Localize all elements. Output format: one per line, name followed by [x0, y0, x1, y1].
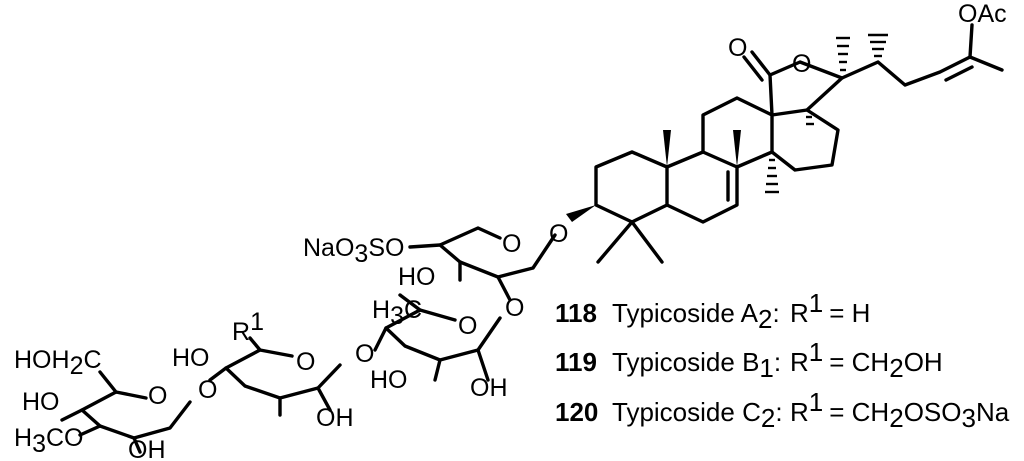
- glucose-ring-o: O: [296, 348, 315, 376]
- lactone-carbonyl-o: O: [728, 34, 747, 62]
- compound-name: Typicoside B1:: [612, 347, 781, 383]
- oac-label: OAc: [958, 0, 1007, 28]
- glucose-ho: HO: [172, 344, 210, 372]
- compound-number: 119: [555, 347, 597, 377]
- compound-number: 120: [555, 397, 598, 427]
- compound-name: Typicoside C2:: [612, 397, 783, 433]
- compound-substituent: R1= H: [790, 288, 870, 328]
- c13-methyl-wedge: [733, 130, 741, 167]
- glucose-oh: OH: [316, 404, 354, 432]
- methylglucose-h3co: H3CO: [14, 424, 83, 458]
- compound-substituent: R1= CH2OH: [790, 337, 943, 383]
- glucose-r1: R1: [232, 308, 264, 346]
- lactone-methyl-hash: [836, 36, 850, 72]
- quinovose-ho: HO: [370, 366, 408, 394]
- naso3so-label: NaO3SO: [303, 234, 404, 268]
- c10-methyl-wedge: [663, 130, 671, 167]
- xylose-ho: HO: [398, 263, 436, 291]
- methylglucose-hoh2c: HOH2C: [14, 346, 102, 380]
- junction-h-hash: [806, 115, 814, 126]
- compound-captions: 118 Typicoside A2: R1= H 119 Typicoside …: [555, 288, 1010, 433]
- compound-substituent: R1= CH2OSO3Na: [790, 387, 1010, 433]
- compound-number: 118: [555, 298, 597, 328]
- compound-119: 119 Typicoside B1: R1= CH2OH: [555, 337, 943, 383]
- aglycone-skeleton: [566, 23, 1004, 264]
- quinovose-oh: OH: [470, 374, 508, 402]
- c14-methyl-hash: [765, 158, 779, 194]
- compound-120: 120 Typicoside C2: R1= CH2OSO3Na: [555, 387, 1010, 433]
- quinovose-ring-o: O: [458, 312, 477, 340]
- c3-oxygen-wedge: [566, 205, 596, 222]
- interglycosidic-o-2: O: [355, 340, 374, 368]
- lactone-ring-o: O: [792, 50, 811, 78]
- compound-118: 118 Typicoside A2: R1= H: [555, 288, 870, 334]
- compound-name: Typicoside A2:: [612, 298, 780, 334]
- sugar-chain: [60, 226, 557, 454]
- methylglucose-ho: HO: [22, 388, 60, 416]
- oac-hash-bond: [868, 33, 888, 58]
- glycoside-o: O: [549, 220, 568, 248]
- interglycosidic-o-1: O: [505, 294, 524, 322]
- methylglucose-ring-o: O: [148, 382, 167, 410]
- atom-labels: OAc O O O O NaO3SO HO O H3C O HO OH O R1…: [14, 0, 1007, 461]
- methylglucose-oh: OH: [128, 436, 166, 461]
- xylose-ring-o: O: [502, 230, 521, 258]
- quinovose-h3c: H3C: [372, 296, 422, 330]
- interglycosidic-o-3: O: [198, 376, 217, 404]
